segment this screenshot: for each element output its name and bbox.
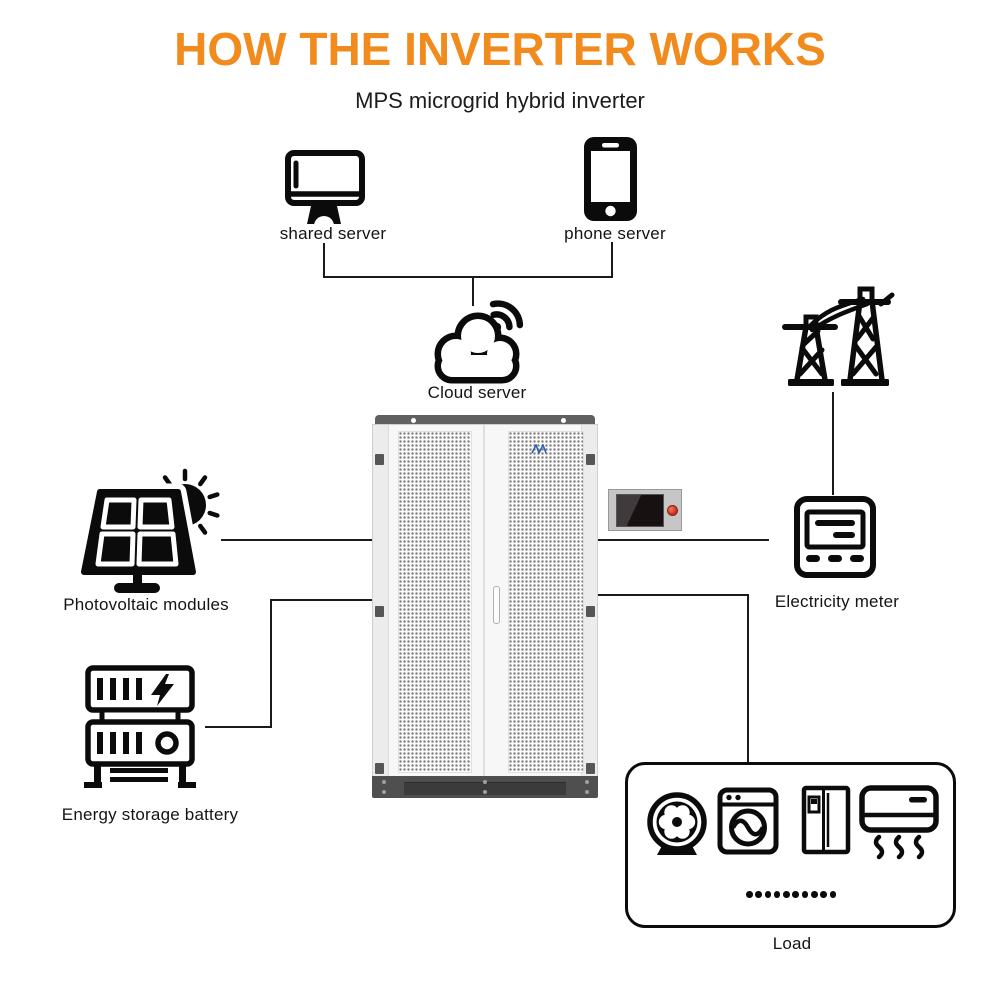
screw-icon bbox=[585, 780, 589, 784]
battery-rack-icon bbox=[84, 665, 196, 788]
connector-servers-horizontal bbox=[323, 276, 613, 278]
connector-pv-to-inverter bbox=[221, 539, 373, 541]
screw-icon bbox=[483, 790, 487, 794]
connector-phone-server-down bbox=[611, 242, 613, 278]
air-conditioner-icon bbox=[859, 785, 939, 860]
page-title: HOW THE INVERTER WORKS bbox=[174, 23, 826, 75]
screw-icon bbox=[382, 790, 386, 794]
screw-icon bbox=[382, 780, 386, 784]
connector-inverter-to-meter bbox=[597, 539, 769, 541]
washing-machine-icon bbox=[717, 787, 779, 855]
hinge-icon bbox=[375, 454, 384, 465]
hinge-icon bbox=[586, 606, 595, 617]
inverter-cabinet bbox=[372, 414, 682, 798]
right-door-mesh bbox=[508, 431, 584, 773]
transmission-tower-icon bbox=[782, 286, 895, 386]
connector-battery-h2 bbox=[270, 599, 373, 601]
hinge-icon bbox=[586, 763, 595, 774]
emergency-stop-button[interactable] bbox=[667, 505, 678, 516]
refrigerator-icon bbox=[801, 785, 851, 855]
solar-panel-sun-icon bbox=[75, 468, 220, 593]
control-panel bbox=[608, 489, 682, 531]
hinge-icon bbox=[586, 454, 595, 465]
display-screen bbox=[616, 494, 664, 527]
cloud-server-label: Cloud server bbox=[427, 383, 527, 402]
connector-battery-h1 bbox=[205, 726, 272, 728]
phone-server-label: phone server bbox=[564, 224, 666, 243]
connector-inverter-to-load-h bbox=[597, 594, 749, 596]
connector-grid-to-meter bbox=[832, 392, 834, 495]
electricity-meter-icon bbox=[794, 496, 876, 578]
brand-logo-icon bbox=[531, 444, 547, 454]
cap-hole-left bbox=[411, 417, 416, 423]
cloud-wifi-icon bbox=[434, 300, 524, 384]
connector-to-cloud bbox=[472, 276, 474, 306]
connector-battery-vertical bbox=[270, 599, 272, 728]
cabinet-right-door bbox=[484, 425, 682, 777]
cabinet-base bbox=[372, 776, 598, 798]
cap-hole-right bbox=[561, 417, 566, 423]
load-label: Load bbox=[772, 934, 812, 953]
page-subtitle: MPS microgrid hybrid inverter bbox=[355, 88, 645, 113]
screw-icon bbox=[585, 790, 589, 794]
connector-shared-server-down bbox=[323, 243, 325, 277]
hinge-icon bbox=[375, 763, 384, 774]
door-handle[interactable] bbox=[493, 586, 500, 624]
cabinet-left-door bbox=[388, 425, 484, 777]
screw-icon bbox=[483, 780, 487, 784]
hinge-icon bbox=[375, 606, 384, 617]
cabinet-right-stile bbox=[582, 425, 597, 777]
left-door-mesh bbox=[398, 431, 472, 773]
desktop-monitor-icon bbox=[285, 150, 365, 228]
photovoltaic-label: Photovoltaic modules bbox=[63, 595, 229, 614]
energy-storage-label: Energy storage battery bbox=[61, 805, 239, 824]
load-ellipsis-dots bbox=[746, 891, 837, 898]
smartphone-icon bbox=[584, 137, 637, 221]
electricity-meter-label: Electricity meter bbox=[774, 592, 900, 611]
connector-inverter-to-load-v bbox=[747, 594, 749, 764]
cabinet-top-cap bbox=[375, 415, 595, 425]
cabinet-left-stile bbox=[373, 425, 388, 777]
fan-icon bbox=[647, 792, 707, 855]
cabinet-body bbox=[372, 424, 682, 778]
shared-server-label: shared server bbox=[279, 224, 387, 243]
